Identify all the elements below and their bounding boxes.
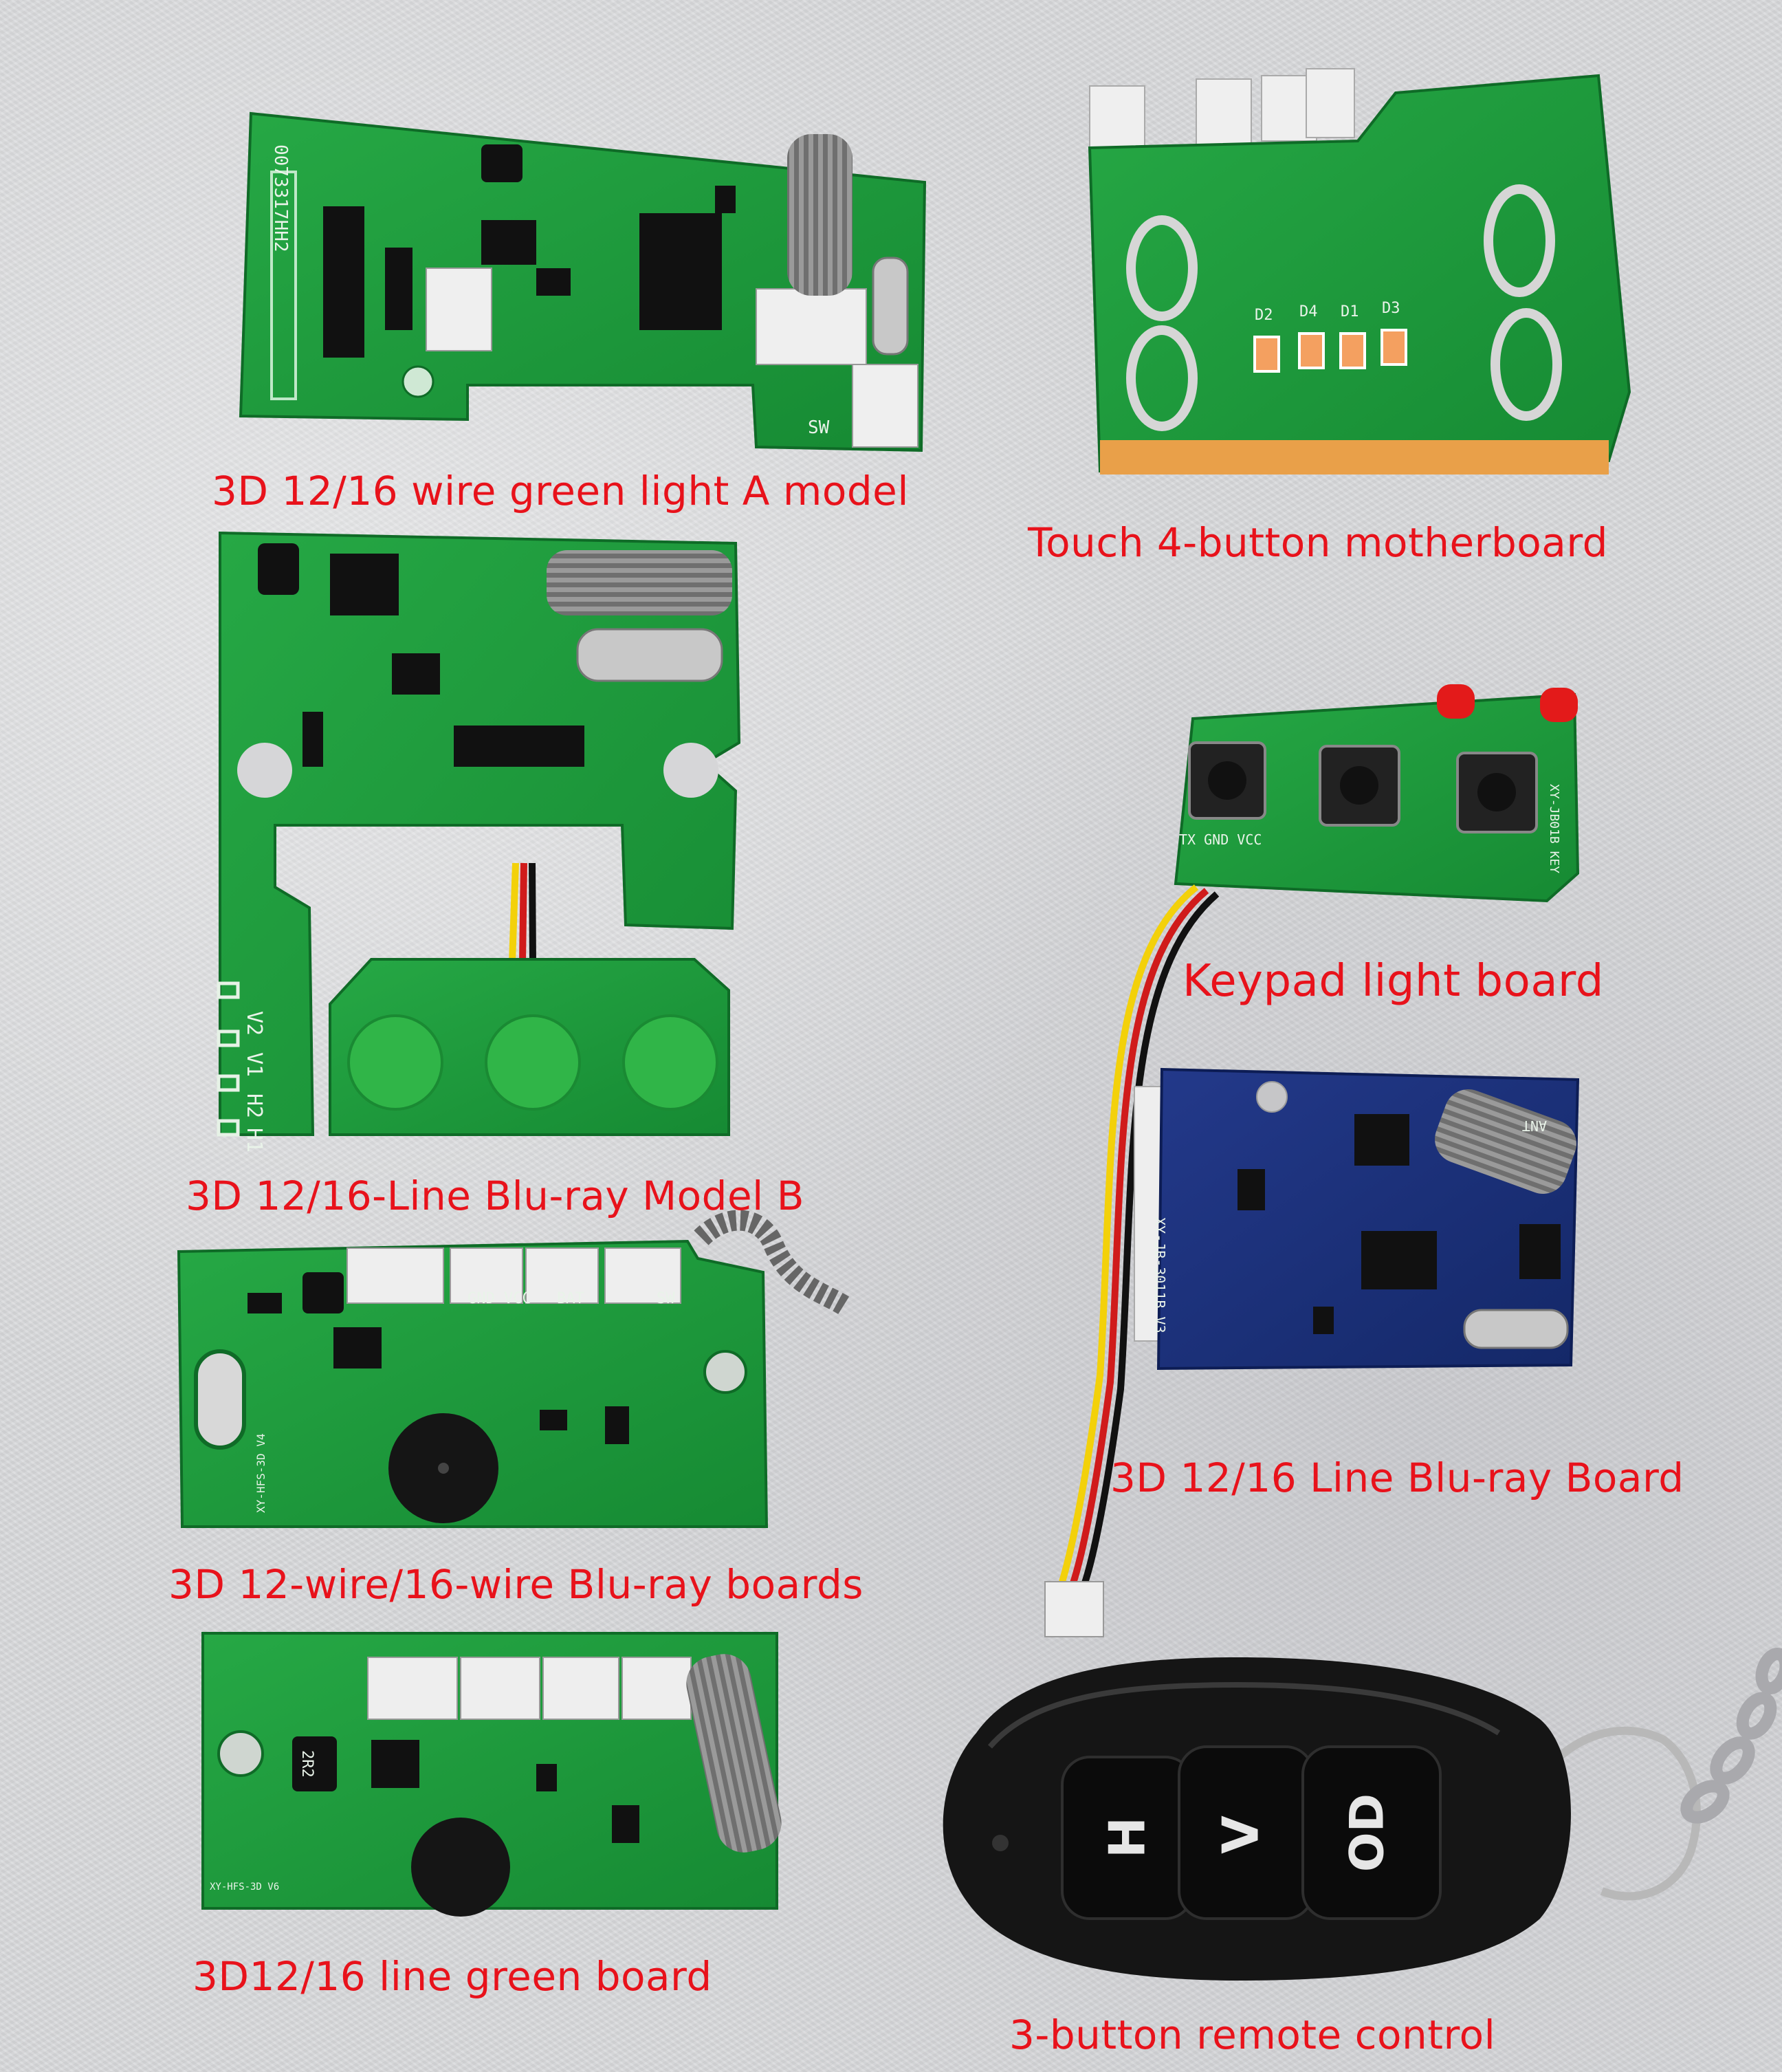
caption-remote: 3-button remote control	[1009, 2011, 1496, 2058]
remote-control: H V OD	[943, 1647, 1782, 1981]
green-board-model-text: XY-HFS-3D V6	[210, 1882, 279, 1893]
remote-button-v-label: V	[1212, 1815, 1270, 1854]
crystal-oscillator	[872, 257, 909, 356]
antenna-coil	[694, 1210, 852, 1316]
blue-board-model-text: XY-JB-3011B V3	[1152, 1217, 1168, 1333]
caption-blue-board: 3D 12/16 Line Blu-ray Board	[1110, 1454, 1684, 1501]
caption-wire-boards: 3D 12-wire/16-wire Blu-ray boards	[168, 1561, 864, 1608]
remote-button-h-label: H	[1099, 1817, 1156, 1858]
keypad-model-text: XY-JB01B KEY	[1547, 784, 1561, 873]
caption-touch-4button: Touch 4-button motherboard	[1028, 519, 1608, 566]
remote-button-od[interactable]	[1301, 1745, 1442, 1920]
wire-board-model-text: XY-HFS-3D V4	[254, 1433, 267, 1513]
keyring	[1529, 1726, 1701, 1901]
board-b-pin-h2: H2	[242, 1093, 266, 1118]
touch-board-pcb: D2 D4 D1 D3	[1088, 68, 1631, 475]
wire-board-pcb: GND VCC BAT SW XY-HFS-3D V4	[177, 1210, 852, 1528]
board-a-sw-text: SW	[808, 417, 830, 438]
board-b-pin-h1: H1	[242, 1128, 266, 1153]
touch-led-d4: D4	[1299, 303, 1318, 320]
board-a-pcb: 0073317HH2 SW	[239, 111, 927, 452]
board-b-pin-v2: V2	[242, 1011, 266, 1036]
keypad-board-pcb: TX GND VCC XY-JB01B KEY	[1044, 684, 1580, 1637]
wire-board-gndvcc-text: GND VCC	[468, 1290, 531, 1307]
wire-board-bat-text: BAT	[557, 1290, 584, 1307]
board-a-model-text: 0073317HH2	[270, 144, 291, 252]
remote-button-od-label: OD	[1341, 1793, 1395, 1872]
caption-board-a: 3D 12/16 wire green light A model	[212, 468, 909, 514]
touch-led-d3: D3	[1382, 300, 1400, 317]
blue-board-ant-text: ANT	[1522, 1117, 1547, 1134]
board-b-pcb: V2 V1 H2 H1	[217, 531, 741, 1153]
wire-board-sw-text: SW	[657, 1290, 675, 1307]
red-led-indicator	[1540, 688, 1578, 722]
caption-green-board: 3D12/16 line green board	[192, 1953, 712, 2000]
keypad-pins-text: TX GND VCC	[1179, 831, 1262, 848]
blue-board-pcb: XY-JB-3011B V3 ANT	[1134, 1067, 1580, 1371]
antenna-coil	[686, 1654, 782, 1853]
green-board-inductor-text: 2R2	[298, 1750, 316, 1778]
antenna-coil	[547, 550, 732, 615]
crystal-oscillator	[1463, 1309, 1569, 1349]
green-board-pcb: 2R2 XY-HFS-3D V6	[201, 1632, 782, 1917]
board-b-pin-v1: V1	[242, 1052, 266, 1077]
key-chain	[1680, 1647, 1782, 1824]
buzzer	[411, 1818, 510, 1917]
crystal-oscillator	[576, 628, 723, 682]
red-led-indicator	[1437, 684, 1475, 719]
remote-button-group	[1061, 1745, 1442, 1920]
antenna-coil	[787, 134, 852, 296]
wire-connector	[1044, 1581, 1104, 1637]
caption-keypad: Keypad light board	[1182, 956, 1604, 1007]
antenna-coil	[1435, 1089, 1576, 1195]
touch-led-d1: D1	[1341, 303, 1359, 320]
touch-led-d2: D2	[1255, 307, 1273, 324]
caption-board-b: 3D 12/16-Line Blu-ray Model B	[186, 1173, 804, 1219]
